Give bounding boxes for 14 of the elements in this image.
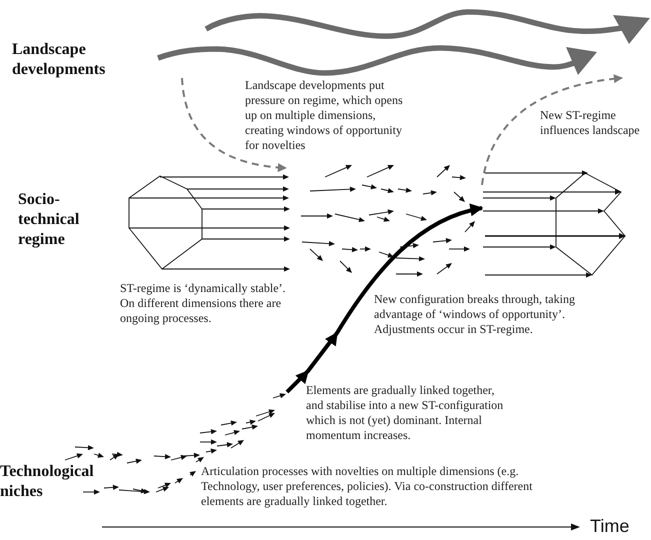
annotation-text: Landscape developments put pressure on regime, which opens up on multiple dimensions, creating windows of opportunity for novelties (245, 78, 404, 153)
annotation-text: New configuration breaks through, taking advantage of ‘windows of opportunity’. Adjustments occur in ST-regime. (374, 292, 576, 337)
level-label: Landscape developments (12, 40, 106, 80)
level-label: Socio-technical regime (18, 190, 80, 250)
new-regime-diagram (482, 168, 628, 278)
dashed-arrow (181, 78, 287, 172)
annotation-text: ST-regime is ‘dynamically stable’. On different dimensions there are ongoing processes. (120, 281, 287, 326)
annotation-text: Elements are gradually linked together, and stabilise into a new ST-configuration which is not (yet) dominant. Internal momentum increases. (306, 383, 504, 443)
annotation-text: New ST-regime influences landscape (540, 108, 641, 138)
axis-label: Time (590, 515, 630, 537)
wave-arrows-drawing (155, 6, 651, 78)
dashed-arrow (481, 74, 623, 186)
level-label: Technological niches (0, 462, 95, 502)
annotation-text: Articulation processes with novelties on multiple dimensions (e.g. Technology, user preferences, policies). Via co-construction different elements are gradually linked together. (201, 464, 534, 509)
